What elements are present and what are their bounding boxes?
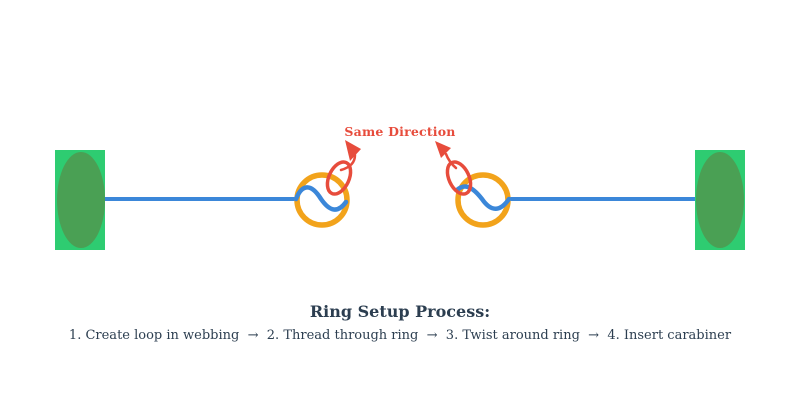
left-arrow-head-icon [345, 140, 361, 161]
left-anchor-pad [57, 152, 105, 248]
left-ring-webbing-wave [293, 185, 349, 212]
right-direction-arrow [435, 141, 458, 170]
right-arrow-head-icon [435, 141, 451, 158]
right-ring-webbing-wave [454, 184, 512, 211]
left-direction-arrow [339, 140, 361, 172]
right-anchor-pad [696, 152, 744, 248]
same-direction-label: Same Direction [344, 124, 456, 139]
left-anchor [55, 150, 105, 250]
left-twist-loop [325, 160, 353, 196]
right-twist-loop [445, 160, 473, 196]
right-anchor [695, 150, 745, 250]
caption-steps: 1. Create loop in webbing → 2. Thread th… [68, 328, 732, 343]
left-arrow-tail [339, 153, 357, 172]
right-arrow-tail [444, 152, 458, 170]
caption-title: Ring Setup Process: [309, 302, 491, 321]
